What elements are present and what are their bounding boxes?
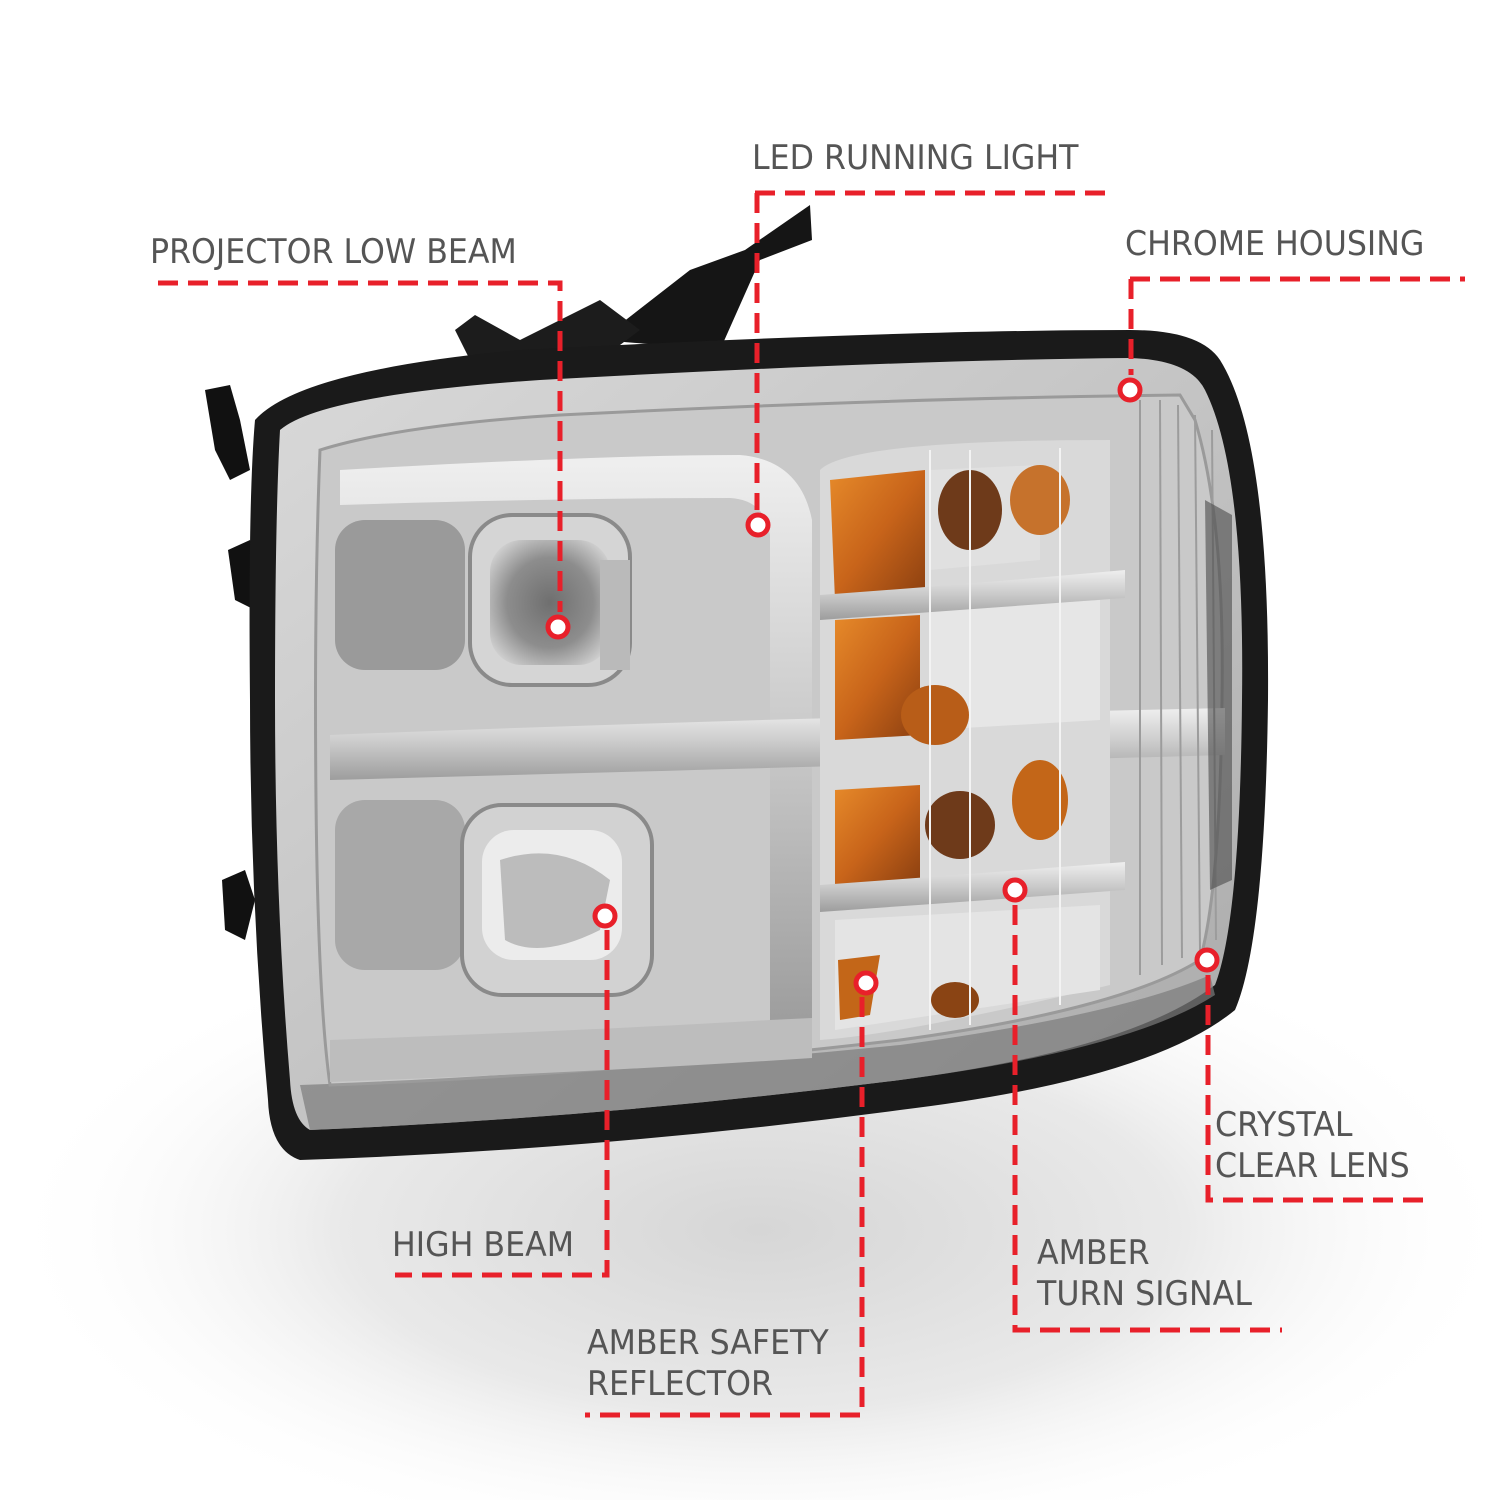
label-led-running-light: LED RUNNING LIGHT (752, 138, 1078, 179)
high-beam-reflector (460, 803, 654, 997)
label-line: CLEAR LENS (1215, 1146, 1410, 1186)
label-high-beam: HIGH BEAM (392, 1225, 574, 1266)
label-amber-turn-signal: AMBER TURN SIGNAL (1037, 1233, 1252, 1315)
label-line: AMBER SAFETY (587, 1323, 829, 1363)
amber-turn-signal-block (820, 440, 1125, 1040)
label-line: LED RUNNING LIGHT (752, 138, 1079, 178)
projector-low-beam-lens (468, 513, 632, 687)
label-crystal-clear-lens: CRYSTAL CLEAR LENS (1215, 1105, 1410, 1187)
label-chrome-housing: CHROME HOUSING (1125, 224, 1424, 265)
label-line: CHROME HOUSING (1125, 224, 1425, 264)
label-line: REFLECTOR (587, 1364, 773, 1404)
label-projector-low-beam: PROJECTOR LOW BEAM (150, 232, 517, 273)
label-line: HIGH BEAM (392, 1225, 575, 1265)
label-line: AMBER (1037, 1233, 1150, 1273)
label-line: TURN SIGNAL (1037, 1274, 1252, 1314)
label-line: CRYSTAL (1215, 1105, 1353, 1145)
label-line: PROJECTOR LOW BEAM (150, 232, 517, 272)
label-amber-safety-reflector: AMBER SAFETY REFLECTOR (587, 1323, 829, 1405)
